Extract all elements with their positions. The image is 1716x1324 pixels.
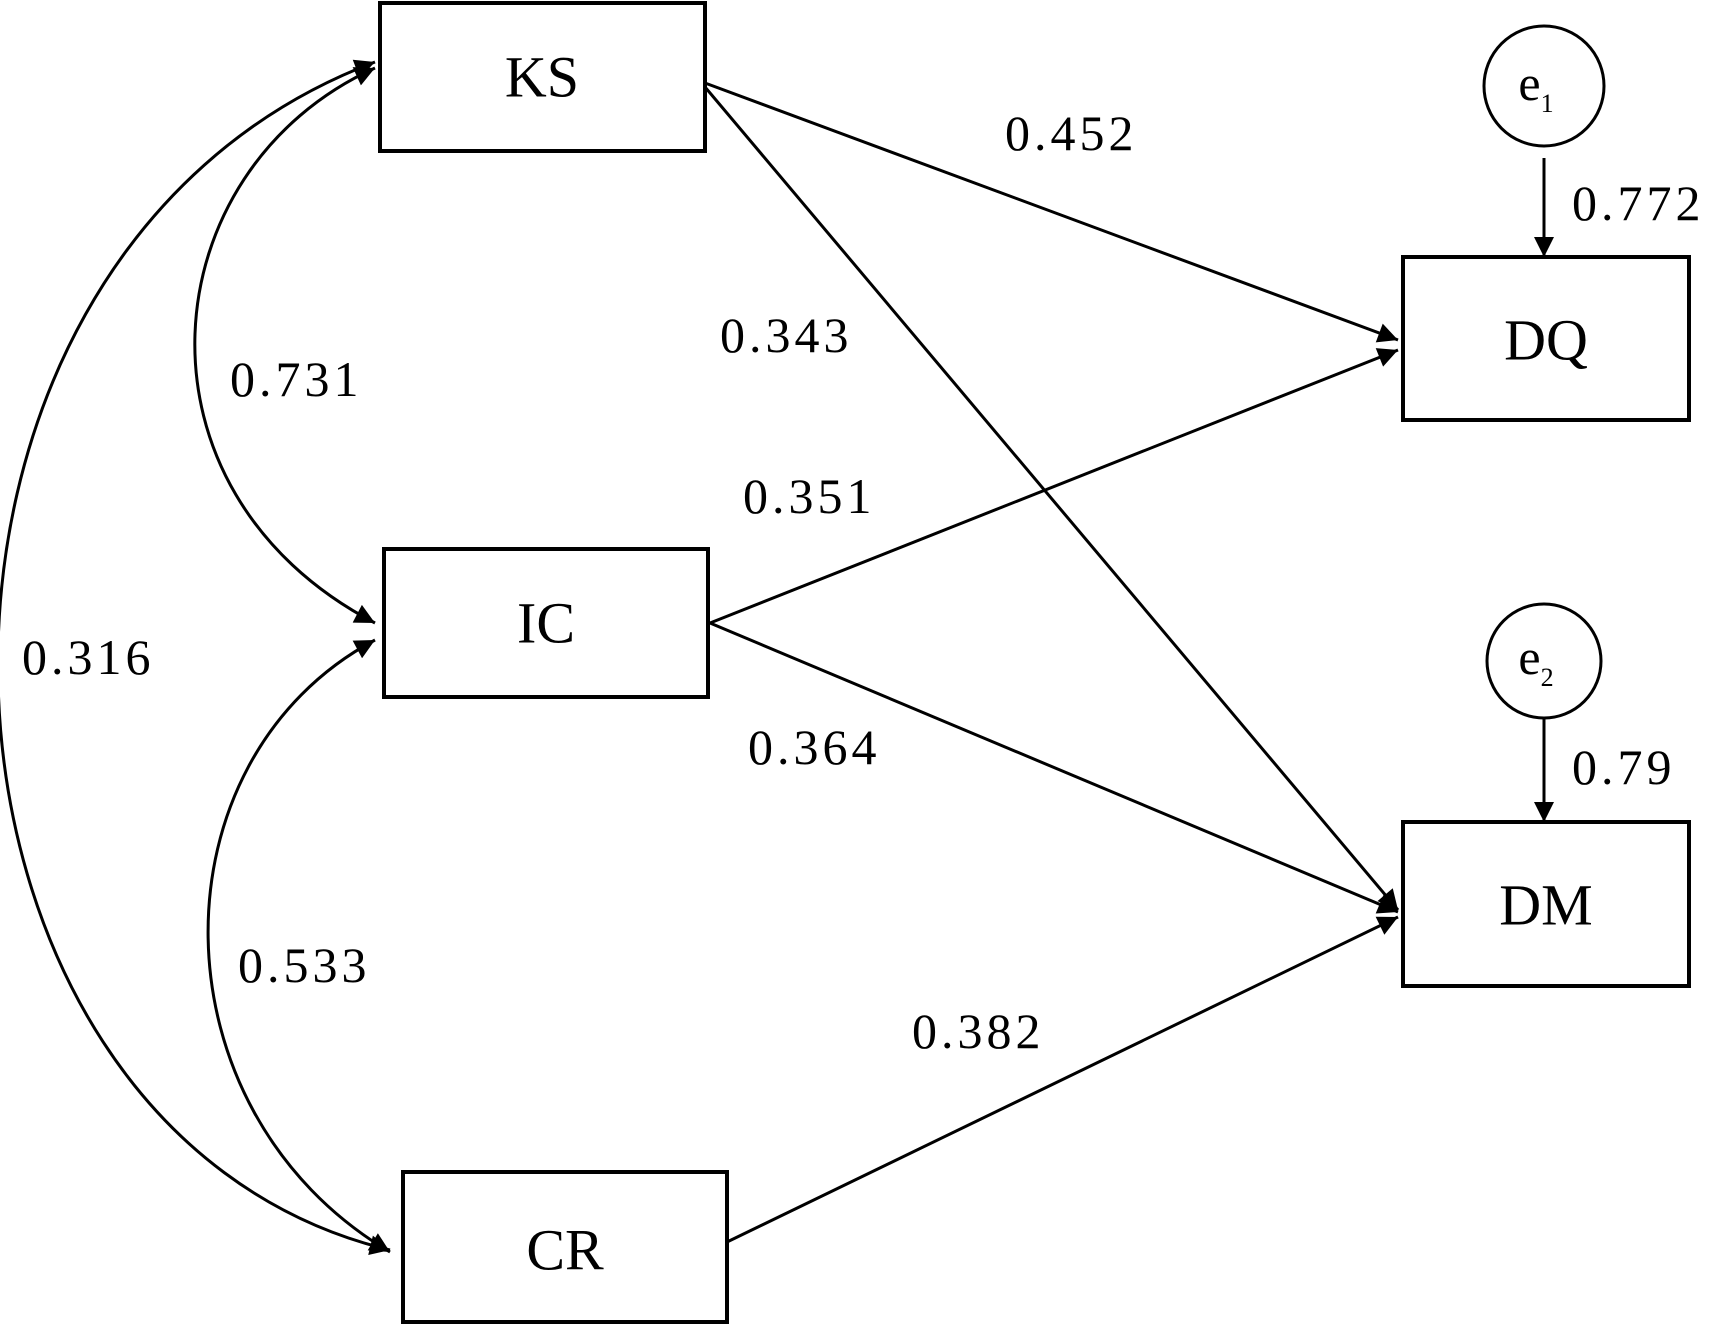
coef-e1-dq: 0.772: [1572, 175, 1705, 231]
node-cr-label: CR: [526, 1218, 604, 1283]
coef-ks-dm: 0.343: [720, 307, 853, 363]
coef-ks-cr: 0.316: [22, 629, 155, 685]
node-dm-box: [1401, 820, 1691, 988]
covariance-ic-cr: [206, 638, 391, 1254]
node-dq-box: [1401, 255, 1691, 422]
path-ks-dq: [704, 81, 1399, 343]
path-ks-dm: [703, 86, 1400, 911]
node-cr-box: [401, 1170, 729, 1324]
path-ic-dm: [709, 621, 1399, 914]
error-e1-circle: [1482, 24, 1606, 148]
covariance-ks-ic: [193, 66, 376, 625]
path-cr-dm: [726, 915, 1399, 1244]
coef-ic-dm: 0.364: [748, 719, 881, 775]
error-e2-circle: [1485, 602, 1603, 720]
node-dq-label: DQ: [1504, 308, 1588, 373]
node-ic-label: IC: [517, 591, 575, 656]
coef-ks-ic: 0.731: [230, 351, 363, 407]
node-ic-box: [382, 547, 710, 699]
node-ks-label: KS: [505, 45, 579, 110]
coef-ic-dq: 0.351: [743, 468, 876, 524]
coef-e2-dm: 0.79: [1572, 739, 1676, 795]
coef-ks-dq: 0.452: [1005, 105, 1138, 161]
coef-ic-cr: 0.533: [238, 937, 371, 993]
coef-cr-dm: 0.382: [912, 1003, 1045, 1059]
path-ic-dq: [709, 348, 1399, 625]
node-dm-label: DM: [1499, 873, 1592, 938]
node-ks-box: [378, 1, 707, 153]
error-e1-label: e1: [1518, 55, 1553, 118]
covariance-ks-cr: [0, 59, 391, 1256]
error-e2-label: e2: [1518, 629, 1553, 692]
